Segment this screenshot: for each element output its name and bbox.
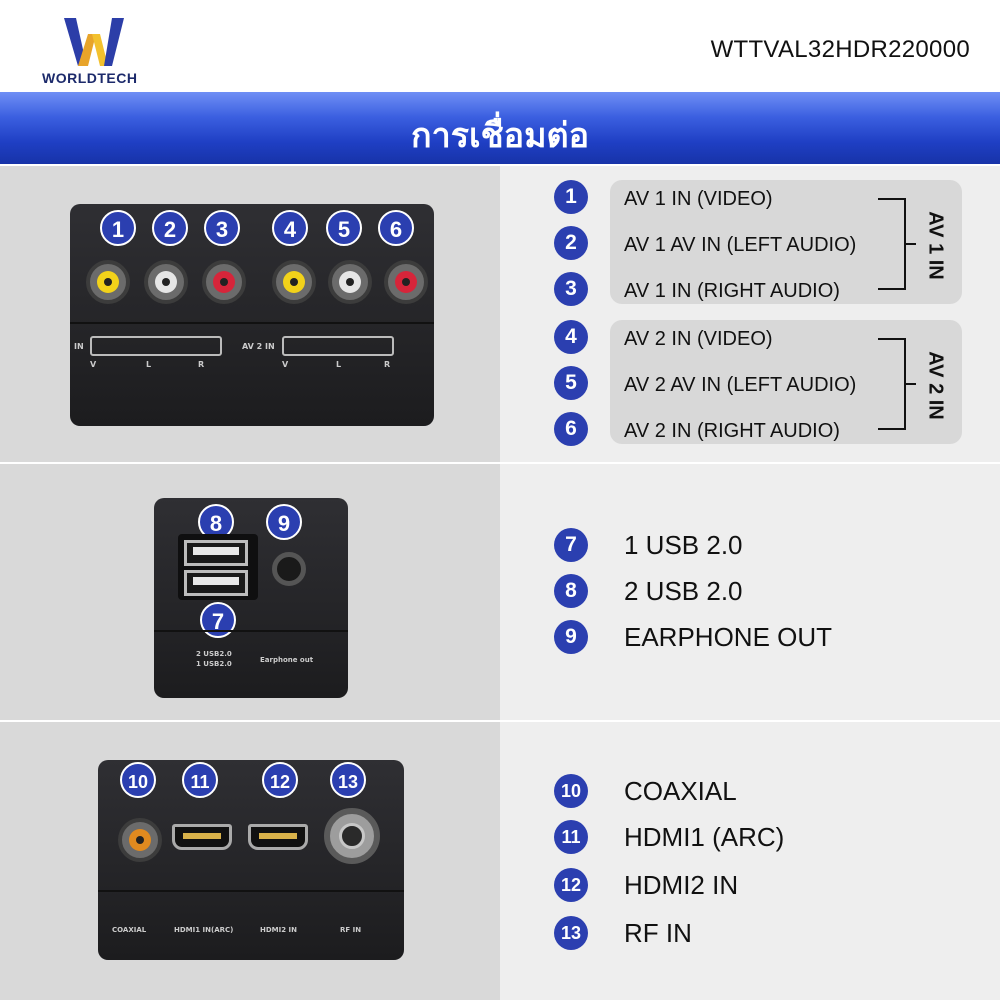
legend-num-8: 8: [554, 574, 588, 608]
coaxial-label: COAXIAL: [112, 926, 147, 934]
av2-r-label: R: [384, 360, 391, 369]
usb-photo-cell: 8 9 7 2 USB2.0 1 USB2.0 Earphone out: [0, 464, 500, 720]
av2-left-jack: [328, 260, 372, 304]
av2-plate-label: AV 2 IN: [242, 342, 275, 351]
legend-text-4: AV 2 IN (VIDEO): [624, 328, 773, 350]
hdmi2-port: [248, 824, 308, 850]
brand-name: WORLDTECH: [42, 70, 138, 86]
badge-4: 4: [272, 210, 308, 246]
hdmi-legend-cell: 10 COAXIAL 11 HDMI1 (ARC) 12 HDMI2 IN 13…: [500, 722, 1000, 1000]
legend-num-4: 4: [554, 320, 588, 354]
av-ports-photo: 1 2 3 4 5 6 IN V L R AV 2 IN V L R: [70, 204, 434, 426]
legend-text-5: AV 2 AV IN (LEFT AUDIO): [624, 374, 857, 396]
legend-num-5: 5: [554, 366, 588, 400]
legend-num-6: 6: [554, 412, 588, 446]
legend-text-2: AV 1 AV IN (LEFT AUDIO): [624, 234, 857, 256]
av-legend-cell: 1 AV 1 IN (VIDEO) 2 AV 1 AV IN (LEFT AUD…: [500, 166, 1000, 462]
av2-group-box: [610, 320, 962, 444]
av1-right-jack: [202, 260, 246, 304]
legend-num-12: 12: [554, 868, 588, 902]
legend-text-11: HDMI1 (ARC): [624, 822, 785, 852]
av1-bracket: [878, 198, 906, 290]
legend-num-2: 2: [554, 226, 588, 260]
usb-top-label: 2 USB2.0: [196, 650, 232, 658]
av2-group-label: AV 2 IN: [924, 351, 947, 420]
badge-5: 5: [326, 210, 362, 246]
section-usb-earphone: 8 9 7 2 USB2.0 1 USB2.0 Earphone out 7 1…: [0, 464, 1000, 720]
legend-num-7: 7: [554, 528, 588, 562]
rf-connector: [324, 808, 380, 864]
av1-left-jack: [144, 260, 188, 304]
legend-text-9: EARPHONE OUT: [624, 622, 833, 652]
av1-group-label: AV 1 IN: [924, 211, 947, 280]
legend-text-3: AV 1 IN (RIGHT AUDIO): [624, 280, 840, 302]
legend-num-11: 11: [554, 820, 588, 854]
legend-text-12: HDMI2 IN: [624, 870, 739, 900]
av1-r-label: R: [198, 360, 205, 369]
hdmi-ports-photo: 10 11 12 13 COAXIAL HDMI1 IN(ARC) HDMI2 …: [98, 760, 404, 960]
av1-l-label: L: [146, 360, 152, 369]
legend-num-10: 10: [554, 774, 588, 808]
title-band: การเชื่อมต่อ: [0, 92, 1000, 164]
brand-logo: WORLDTECH: [42, 10, 152, 90]
badge-12: 12: [262, 762, 298, 798]
legend-text-10: COAXIAL: [624, 776, 737, 806]
legend-text-1: AV 1 IN (VIDEO): [624, 188, 773, 210]
usb-bottom-label: 1 USB2.0: [196, 660, 232, 668]
worldtech-logo-icon: [64, 18, 124, 66]
usb-port-1: [184, 570, 248, 596]
av1-plate: [90, 336, 222, 356]
section-hdmi-rf: 10 11 12 13 COAXIAL HDMI1 IN(ARC) HDMI2 …: [0, 722, 1000, 1000]
model-number: WTTVAL32HDR220000: [710, 36, 970, 63]
legend-num-9: 9: [554, 620, 588, 654]
coaxial-jack: [118, 818, 162, 862]
av2-v-label: V: [282, 360, 289, 369]
av2-right-jack: [384, 260, 428, 304]
rf-label: RF IN: [340, 926, 362, 934]
badge-1: 1: [100, 210, 136, 246]
section-av-inputs: 1 2 3 4 5 6 IN V L R AV 2 IN V L R: [0, 166, 1000, 462]
legend-text-7: 1 USB 2.0: [624, 530, 743, 560]
badge-3: 3: [204, 210, 240, 246]
usb-port-2: [184, 540, 248, 566]
earphone-label: Earphone out: [260, 656, 314, 664]
badge-7: 7: [200, 602, 236, 638]
legend-text-13: RF IN: [624, 918, 692, 948]
av1-v-label: V: [90, 360, 97, 369]
hdmi-photo-cell: 10 11 12 13 COAXIAL HDMI1 IN(ARC) HDMI2 …: [0, 722, 500, 1000]
av2-plate: [282, 336, 394, 356]
av1-group-box: [610, 180, 962, 304]
usb-legend-cell: 7 1 USB 2.0 8 2 USB 2.0 9 EARPHONE OUT: [500, 464, 1000, 720]
hdmi2-label: HDMI2 IN: [260, 926, 298, 934]
badge-10: 10: [120, 762, 156, 798]
badge-9: 9: [266, 504, 302, 540]
badge-6: 6: [378, 210, 414, 246]
legend-num-1: 1: [554, 180, 588, 214]
badge-11: 11: [182, 762, 218, 798]
av-photo-cell: 1 2 3 4 5 6 IN V L R AV 2 IN V L R: [0, 166, 500, 462]
badge-13: 13: [330, 762, 366, 798]
av1-video-jack: [86, 260, 130, 304]
legend-text-8: 2 USB 2.0: [624, 576, 743, 606]
av2-l-label: L: [336, 360, 342, 369]
av1-bracket-tick: [906, 243, 916, 245]
page-title: การเชื่อมต่อ: [411, 116, 589, 156]
badge-2: 2: [152, 210, 188, 246]
legend-num-13: 13: [554, 916, 588, 950]
av2-bracket-tick: [906, 383, 916, 385]
av1-plate-label: IN: [74, 342, 84, 351]
av2-bracket: [878, 338, 906, 430]
hdmi1-label: HDMI1 IN(ARC): [174, 926, 234, 934]
usb-ports-photo: 8 9 7 2 USB2.0 1 USB2.0 Earphone out: [154, 498, 348, 698]
legend-text-6: AV 2 IN (RIGHT AUDIO): [624, 420, 840, 442]
hdmi1-port: [172, 824, 232, 850]
legend-num-3: 3: [554, 272, 588, 306]
earphone-jack: [272, 552, 306, 586]
av2-video-jack: [272, 260, 316, 304]
